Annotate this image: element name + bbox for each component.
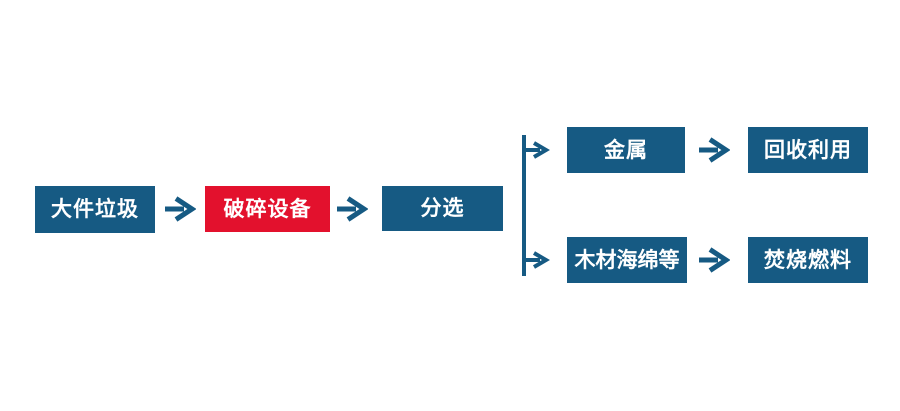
arrow-right-icon — [337, 196, 368, 222]
flow-node-bulky-waste: 大件垃圾 — [35, 186, 155, 233]
flow-node-crushing-equipment: 破碎设备 — [205, 186, 330, 232]
arrow-right-icon — [699, 247, 730, 273]
branch-connector — [522, 135, 550, 276]
flow-node-incineration-fuel: 焚烧燃料 — [748, 237, 868, 283]
flow-node-sorting: 分选 — [382, 186, 503, 231]
arrow-right-icon — [699, 137, 730, 163]
flow-node-metal: 金属 — [567, 127, 685, 173]
flow-node-recycling: 回收利用 — [748, 127, 868, 173]
arrow-right-icon — [165, 196, 196, 222]
flow-node-wood-sponge-etc: 木材海绵等 — [567, 237, 687, 283]
